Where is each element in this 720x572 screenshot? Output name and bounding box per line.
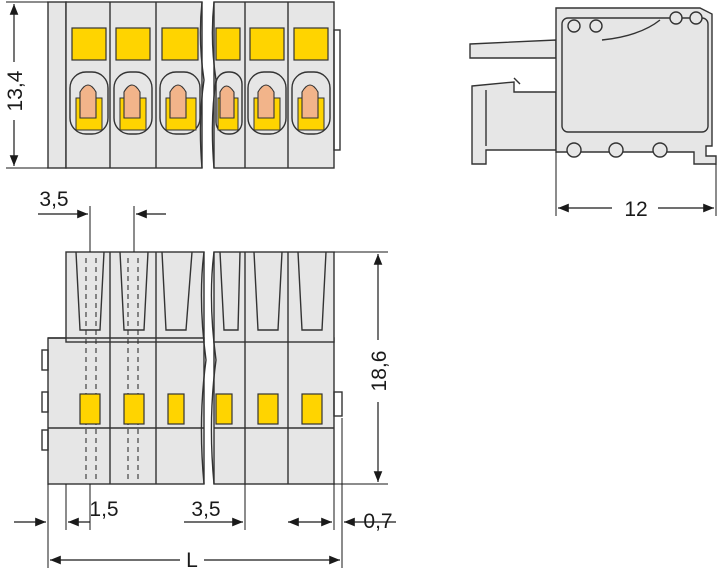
dim-label-0-7: 0,7 <box>363 510 392 533</box>
dimension-length: L <box>47 484 343 572</box>
pole-2 <box>113 27 153 135</box>
dimension-offset-right: 0,7 <box>312 418 396 533</box>
dimension-pitch-top: 3,5 <box>38 188 166 252</box>
front-view <box>47 1 341 169</box>
dim-label-3-5-bottom: 3,5 <box>191 498 220 521</box>
pole-6 <box>291 27 331 135</box>
top-view <box>41 251 343 485</box>
dim-label-12: 12 <box>624 198 647 221</box>
window-2 <box>123 393 145 425</box>
dim-label-L: L <box>186 549 198 572</box>
dimension-depth-side: 12 <box>555 152 717 222</box>
window-4 <box>215 393 233 425</box>
dim-label-3-5-top: 3,5 <box>39 188 68 211</box>
dim-label-1-5: 1,5 <box>89 498 118 521</box>
dimension-pitch-bottom: 3,5 <box>184 484 312 530</box>
pole-1 <box>69 27 109 135</box>
dimension-offset-left: 1,5 <box>14 484 119 530</box>
side-view <box>469 7 717 165</box>
pole-5 <box>247 27 287 135</box>
window-1 <box>79 393 101 425</box>
window-3 <box>167 393 185 425</box>
window-5 <box>257 393 279 425</box>
dim-label-18-6: 18,6 <box>368 351 391 392</box>
dimension-height-bottom: 18,6 <box>334 251 391 485</box>
window-6 <box>301 393 323 425</box>
pole-4 <box>215 27 243 135</box>
dim-label-13-4: 13,4 <box>4 70 27 111</box>
pole-3 <box>159 27 201 135</box>
dimension-height-front: 13,4 <box>2 1 48 169</box>
